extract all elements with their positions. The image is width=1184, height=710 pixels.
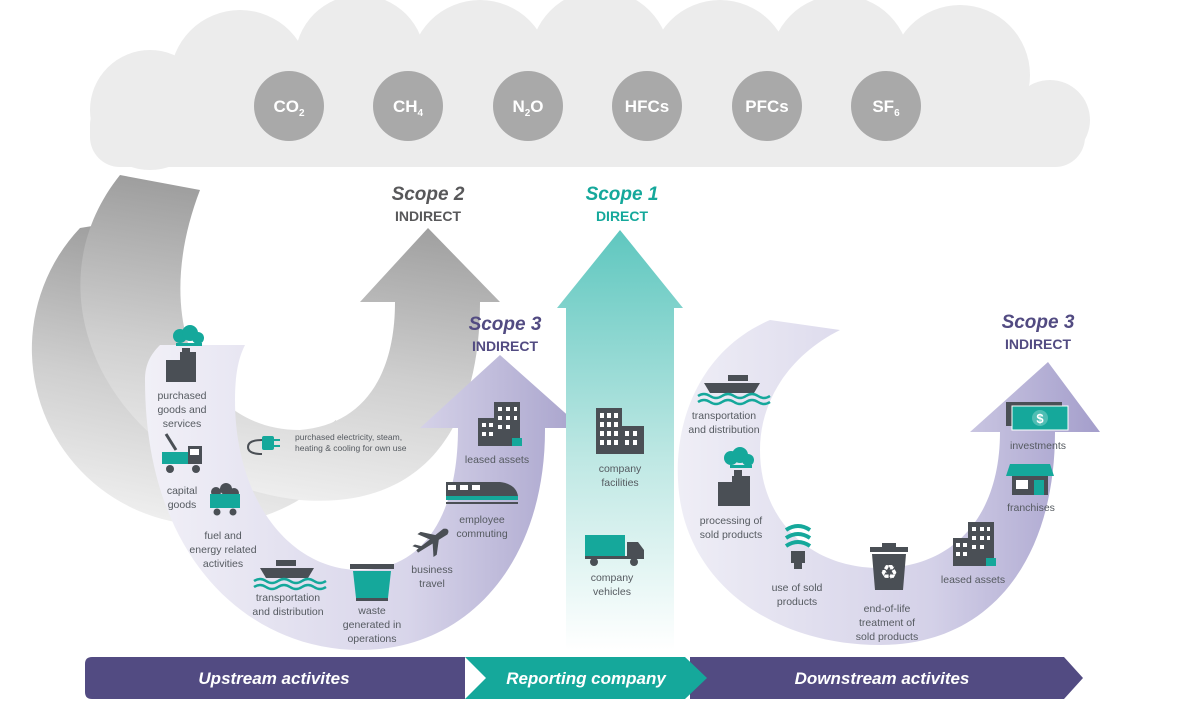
scope3-downstream-title: Scope 3 <box>1002 312 1075 333</box>
bar-downstream <box>690 657 1083 699</box>
cloud-band <box>90 0 1090 170</box>
upstream-scope3-arrow <box>145 345 582 650</box>
shop-icon <box>1006 464 1054 495</box>
company-facilities-icon <box>596 408 644 454</box>
lightbulb-icon <box>784 524 812 569</box>
truck-icon <box>585 535 644 566</box>
scope2-subtitle: INDIRECT <box>395 208 462 224</box>
money-icon: $ <box>1006 402 1069 431</box>
gas-label-n2o: N2O <box>512 97 543 119</box>
label-franchises: franchises <box>1007 502 1055 514</box>
gas-label-co2: CO2 <box>273 97 305 119</box>
recycle-icon: ♻ <box>880 560 898 584</box>
bar-reporting <box>465 657 707 699</box>
bar-downstream-label: Downstream activites <box>795 669 970 688</box>
factory-icon <box>166 325 204 382</box>
ship-icon <box>253 560 327 591</box>
coal-cart-icon <box>210 483 240 516</box>
train-icon <box>446 482 518 504</box>
scope1-subtitle: DIRECT <box>596 208 649 224</box>
gas-circle-sf6 <box>851 71 921 141</box>
scope3-downstream-subtitle: INDIRECT <box>1005 336 1072 352</box>
gas-circle-ch4 <box>373 71 443 141</box>
gas-label-pfcs: PFCs <box>745 97 788 116</box>
scope3-upstream-subtitle: INDIRECT <box>472 338 539 354</box>
gas-circle-n2o <box>493 71 563 141</box>
label-investments: investments <box>1010 440 1066 452</box>
waste-bin-icon <box>350 564 394 601</box>
bar-upstream-label: Upstream activites <box>198 669 349 688</box>
activity-bar: Upstream activites Reporting company Dow… <box>85 657 1083 699</box>
plug-icon <box>246 436 280 455</box>
bar-upstream <box>85 657 465 699</box>
bar-reporting-label: Reporting company <box>506 669 667 688</box>
recycle-bin-icon: ♻ <box>870 543 908 590</box>
gas-circle-hfcs <box>612 71 682 141</box>
label-downstream-leased-assets: leased assets <box>941 574 1005 586</box>
gas-circles: CO2 CH4 N2O HFCs PFCs SF6 <box>254 71 921 141</box>
gas-circle-co2 <box>254 71 324 141</box>
scope2-title: Scope 2 <box>392 184 465 205</box>
airplane-icon <box>412 528 449 558</box>
ship-icon-downstream <box>697 375 771 406</box>
gas-label-sf6: SF6 <box>872 97 900 119</box>
gas-label-hfcs: HFCs <box>625 97 669 116</box>
scope3-upstream-title: Scope 3 <box>469 314 542 335</box>
dollar-icon: $ <box>1036 411 1044 426</box>
office-building-icon-downstream <box>953 522 996 566</box>
crane-truck-icon <box>162 433 202 473</box>
factory-icon-downstream <box>718 447 754 506</box>
label-upstream-leased-assets: leased assets <box>465 454 529 466</box>
gas-circle-pfcs <box>732 71 802 141</box>
label-purchased-electricity: purchased electricity, steam,heating & c… <box>295 432 407 453</box>
office-building-icon <box>478 402 522 446</box>
gas-label-ch4: CH4 <box>393 97 424 119</box>
scope1-title: Scope 1 <box>586 184 659 205</box>
